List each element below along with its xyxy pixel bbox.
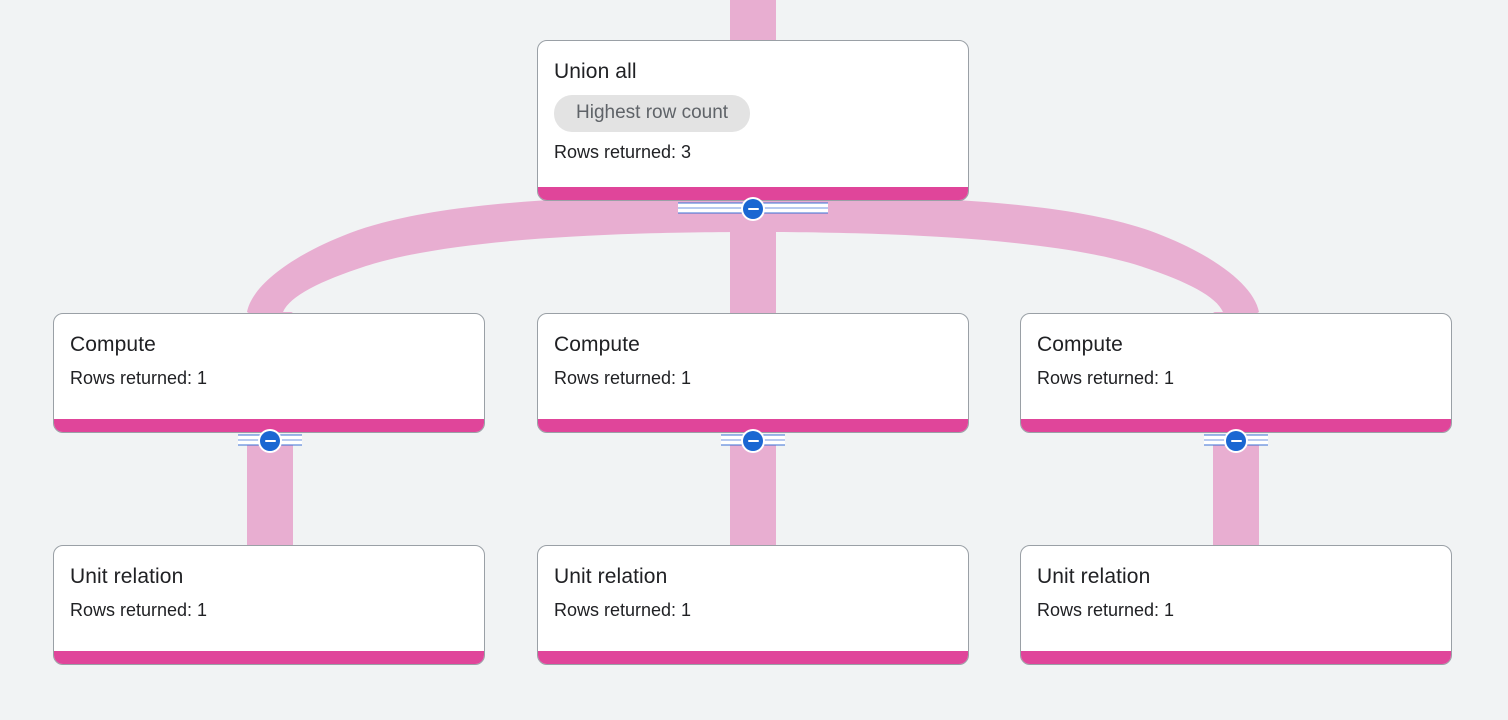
collapse-toggle-union-all[interactable]	[678, 195, 828, 223]
node-title: Unit relation	[554, 565, 668, 588]
node-rows-returned: Rows returned: 1	[70, 600, 208, 620]
edge-union-to-compute-left	[247, 195, 753, 312]
node-title: Union all	[554, 60, 637, 83]
toggle-rail-left	[678, 201, 753, 217]
minus-circle-icon[interactable]	[741, 197, 765, 221]
minus-circle-icon[interactable]	[741, 429, 765, 453]
node-accent-bar	[1021, 651, 1451, 664]
minus-glyph	[747, 207, 759, 211]
plan-node-union-all[interactable]: Union all Highest row count Rows returne…	[537, 40, 969, 201]
collapse-toggle-compute-center[interactable]	[721, 427, 785, 455]
toggle-rail-right	[753, 201, 828, 217]
plan-node-unit-relation-center[interactable]: Unit relation Rows returned: 1	[537, 545, 969, 665]
node-body: Unit relation Rows returned: 1	[54, 546, 484, 651]
node-rows-returned: Rows returned: 1	[554, 368, 692, 388]
edge-compute-center-to-unit-center	[730, 436, 776, 546]
minus-glyph	[1230, 439, 1242, 443]
node-accent-bar	[54, 419, 484, 432]
node-rows-returned: Rows returned: 3	[554, 142, 692, 162]
status-badge: Highest row count	[554, 95, 751, 132]
plan-node-unit-relation-right[interactable]: Unit relation Rows returned: 1	[1020, 545, 1452, 665]
node-title: Compute	[1037, 333, 1123, 356]
node-body: Unit relation Rows returned: 1	[1021, 546, 1451, 651]
node-title: Compute	[554, 333, 640, 356]
minus-glyph	[264, 439, 276, 443]
node-rows-returned: Rows returned: 1	[1037, 600, 1175, 620]
plan-node-compute-left[interactable]: Compute Rows returned: 1	[53, 313, 485, 433]
node-accent-bar	[538, 419, 968, 432]
node-accent-bar	[54, 651, 484, 664]
minus-glyph	[747, 439, 759, 443]
node-rows-returned: Rows returned: 1	[1037, 368, 1175, 388]
plan-node-compute-right[interactable]: Compute Rows returned: 1	[1020, 313, 1452, 433]
node-body: Unit relation Rows returned: 1	[538, 546, 968, 651]
collapse-toggle-compute-right[interactable]	[1204, 427, 1268, 455]
node-title: Compute	[70, 333, 156, 356]
node-title: Unit relation	[1037, 565, 1151, 588]
node-rows-returned: Rows returned: 1	[70, 368, 208, 388]
node-body: Union all Highest row count Rows returne…	[538, 41, 968, 187]
edge-union-to-compute-right	[753, 195, 1259, 312]
edge-compute-right-to-unit-right	[1213, 436, 1259, 546]
node-accent-bar	[1021, 419, 1451, 432]
plan-node-compute-center[interactable]: Compute Rows returned: 1	[537, 313, 969, 433]
minus-circle-icon[interactable]	[1224, 429, 1248, 453]
node-body: Compute Rows returned: 1	[1021, 314, 1451, 419]
node-body: Compute Rows returned: 1	[538, 314, 968, 419]
edge-incoming-top	[730, 0, 776, 42]
node-accent-bar	[538, 187, 968, 200]
edge-compute-left-to-unit-left	[247, 436, 293, 546]
node-rows-returned: Rows returned: 1	[554, 600, 692, 620]
node-body: Compute Rows returned: 1	[54, 314, 484, 419]
node-title: Unit relation	[70, 565, 184, 588]
minus-circle-icon[interactable]	[258, 429, 282, 453]
collapse-toggle-compute-left[interactable]	[238, 427, 302, 455]
node-accent-bar	[538, 651, 968, 664]
plan-node-unit-relation-left[interactable]: Unit relation Rows returned: 1	[53, 545, 485, 665]
